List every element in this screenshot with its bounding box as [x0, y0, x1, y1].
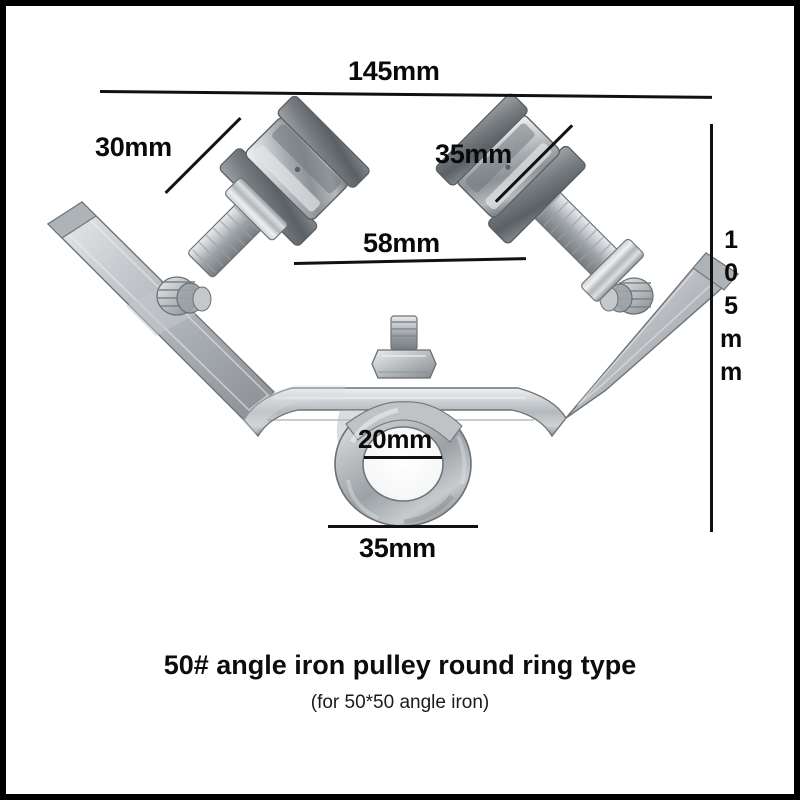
right-pulley-wheel: [435, 93, 644, 302]
right-clamp-bolt: [599, 277, 654, 315]
leader-line-left-wheel: [164, 116, 242, 195]
left-bracket-arm: [46, 201, 276, 421]
dimension-line-overall-height: [710, 124, 713, 532]
height-char-1: 1: [724, 226, 738, 254]
center-stud-bolt: [371, 315, 437, 379]
height-char-3: 5: [724, 292, 738, 320]
dimension-label-ring-outer: 35mm: [359, 533, 436, 563]
height-char-4: m: [720, 325, 742, 353]
dimension-label-overall-width: 145mm: [348, 56, 440, 86]
height-char-5: m: [720, 358, 742, 386]
dimension-line-ring-outer: [328, 525, 478, 528]
product-subtitle-caption: (for 50*50 angle iron): [310, 692, 490, 713]
dimension-label-wheel-gap: 58mm: [363, 228, 440, 258]
product-title-caption: 50# angle iron pulley round ring type: [163, 650, 637, 680]
left-clamp-bolt: [156, 276, 212, 316]
dimension-label-left-wheel: 30mm: [95, 132, 172, 162]
dimension-label-overall-height: 1 0 5 m m: [720, 224, 742, 389]
dimension-label-ring-inner: 20mm: [358, 424, 432, 454]
dimension-line-ring-inner: [364, 456, 442, 459]
dimension-line-overall-width: [99, 90, 712, 99]
product-diagram-canvas: 145mm 30mm 35mm 58mm 1 0 5 m m 20mm 35mm…: [6, 6, 794, 794]
eye-ring: [334, 401, 472, 527]
dimension-label-right-wheel: 35mm: [435, 139, 512, 169]
left-pulley-wheel: [188, 95, 370, 278]
height-char-2: 0: [724, 259, 738, 287]
